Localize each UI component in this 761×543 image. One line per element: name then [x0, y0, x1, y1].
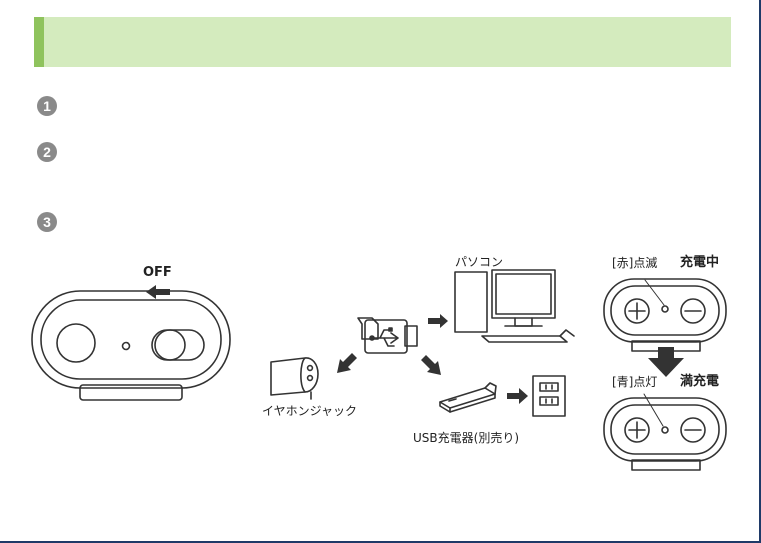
computer-illustration [454, 269, 575, 343]
header-banner [34, 17, 731, 67]
arrow-to-charger [421, 355, 441, 375]
earphone-jack-device-illustration [270, 357, 319, 400]
step-badge-1: 1 [37, 96, 57, 116]
arrow-to-earphone [337, 353, 357, 373]
step-badge-2: 2 [37, 142, 57, 162]
off-arrow [146, 285, 170, 299]
off-label: OFF [143, 265, 172, 280]
blue-on-label: [青]点灯 [612, 375, 658, 389]
speaker-device-illustration [31, 290, 231, 401]
step-badge-3: 3 [37, 212, 57, 232]
battery-indicator-charging [603, 278, 727, 352]
arrow-to-pc [428, 314, 448, 328]
earphone-jack-label: イヤホンジャック [262, 404, 358, 418]
wall-outlet-illustration [532, 375, 566, 417]
arrow-down [648, 347, 684, 377]
header-banner-accent [34, 17, 44, 67]
red-blink-label: [赤]点滅 [612, 256, 658, 270]
full-charge-label: 満充電 [680, 374, 720, 389]
arrow-to-outlet [507, 388, 528, 404]
charging-label: 充電中 [680, 255, 720, 270]
usb-charger-label: USB充電器(別売り) [413, 431, 519, 445]
pc-label: パソコン [455, 255, 504, 269]
usb-charger-illustration [439, 382, 497, 413]
battery-indicator-full [603, 393, 727, 471]
usb-plug-illustration [357, 317, 418, 354]
